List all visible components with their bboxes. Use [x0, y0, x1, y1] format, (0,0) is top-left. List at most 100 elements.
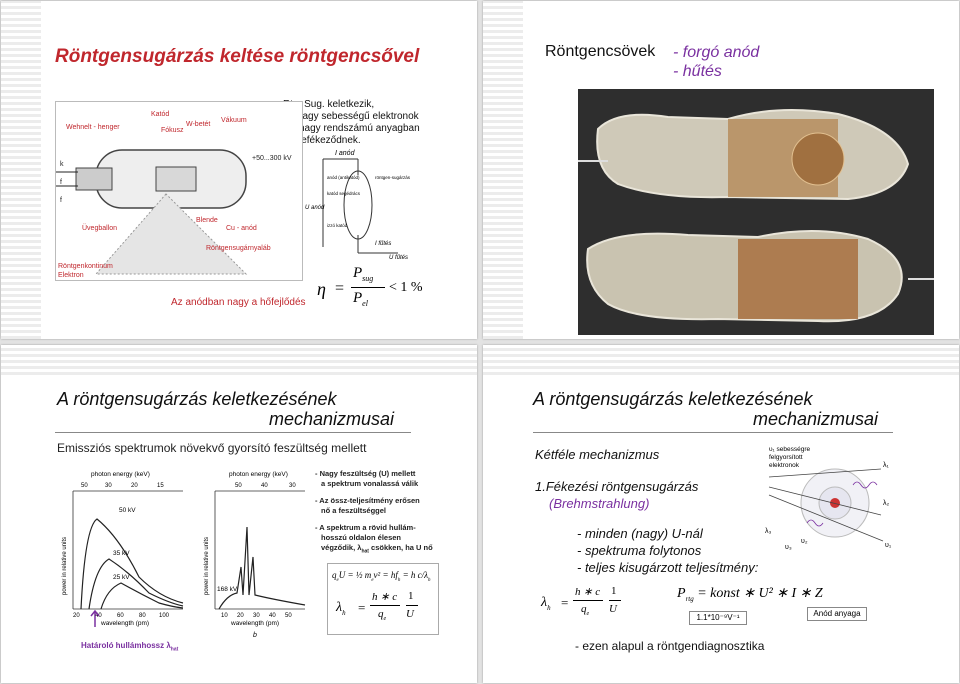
label-cuanod: Cu - anód	[226, 225, 257, 232]
u-denominator: U	[406, 608, 414, 620]
formula-box: qeU = ½ mev² = hfh = h c/λh λh = h ∗ c q…	[327, 563, 439, 635]
formula-rest: = konst ∗ U² ∗ I ∗ Z	[693, 586, 823, 601]
label-wehnelt: Wehnelt - henger	[66, 124, 120, 131]
one-numerator: 1	[408, 590, 414, 602]
bullet-line: hosszú oldalon élesen	[321, 533, 402, 542]
label-uvegballon: Üvegballon	[82, 224, 117, 232]
bottom-tick-label: 80	[139, 613, 146, 619]
tube-photo	[578, 89, 934, 335]
lambda-label: λ₁	[883, 462, 890, 469]
tube-photo-svg	[578, 89, 934, 335]
slide-stripe-band	[1, 1, 41, 339]
label-izzo-katod: izzó katód	[327, 223, 348, 228]
anod-material-box: Anód anyaga	[807, 607, 867, 621]
energy-formula: qeU = ½ mev² = hfh = h c/λh	[332, 570, 431, 583]
q-subscript: e	[336, 577, 339, 583]
note-line: lefékeződnek.	[299, 135, 361, 146]
tube-diagram: Wehnelt - henger Katód Fókusz W-betét Vá…	[55, 101, 303, 281]
qe-denominator: qe	[378, 608, 386, 622]
title-rule	[533, 432, 893, 433]
curve-label: 35 kV	[113, 550, 130, 557]
power-formula: Prtg = konst ∗ U² ∗ I ∗ Z	[677, 585, 823, 603]
label-f: f	[60, 197, 62, 204]
formula-part: U = ½ m	[338, 570, 372, 580]
label-ifutes: I fűtés	[375, 241, 391, 247]
feature-item: - forgó anód	[673, 44, 760, 61]
spectrum-chart-b: photon energy (keV) 50 40 30 power in re…	[201, 467, 309, 643]
diagram-title: felgyorsított	[769, 454, 803, 461]
y-axis-label: power in relative units	[62, 537, 68, 595]
top-axis-label: photon energy (keV)	[229, 471, 288, 478]
spectrum-chart-b-svg: photon energy (keV) 50 40 30 power in re…	[204, 471, 306, 639]
slide-stripe-band	[483, 345, 959, 375]
circuit-diagram-svg: I anód U anód anód (antikatód) katód seg…	[305, 150, 411, 261]
property-item: - spektruma folytonos	[577, 543, 702, 558]
label-ufutes: U fűtés	[389, 255, 408, 261]
fraction-bar	[573, 600, 603, 601]
lambda-h: λh	[336, 600, 346, 617]
slide-4: A röntgensugárzás keletkezésének mechani…	[483, 345, 959, 683]
q-symbol: q	[332, 570, 337, 580]
label-vakuum: Vákuum	[221, 117, 247, 124]
fraction-bar	[406, 605, 418, 606]
lambda-label: λ₃	[765, 528, 772, 535]
label-katod-segedero: katód segédrács	[327, 191, 361, 196]
u-denominator: U	[609, 603, 617, 615]
equals-sign: =	[561, 595, 569, 610]
slide-1: Röntgensugárzás keltése röntgencsővel Rt…	[1, 1, 477, 339]
label-nyalab: Röntgensugárnyaláb	[206, 245, 271, 252]
cutoff-caption: Határoló hullámhossz λhat	[81, 641, 178, 653]
label-k: k	[60, 161, 64, 168]
bremsstrahlung-diagram: υ₁ sebességre felgyorsított elektronok λ…	[763, 443, 897, 561]
property-item: - teljes kisugárzott teljesítmény:	[577, 560, 759, 575]
slide-title: Röntgencsövek	[545, 43, 656, 60]
lambda-symbol: λ	[336, 600, 343, 615]
curve-50kv	[80, 518, 184, 610]
label-uanod: U anód	[305, 205, 325, 211]
f-subscript: h	[397, 577, 401, 583]
wavelength-formula: λh = h ∗ c qe 1 U	[541, 581, 641, 627]
top-tick-label: 50	[81, 483, 88, 489]
formula-part: v² = hf	[373, 570, 398, 580]
note-line: ha nagy sebességű elektronok	[283, 111, 419, 122]
equals-sign: =	[358, 600, 366, 615]
label-katod: Katód	[151, 111, 169, 118]
slide-stripe-band	[1, 345, 477, 375]
bottom-tick-label: 30	[253, 613, 260, 619]
top-tick-label: 40	[261, 483, 268, 489]
curve-label: 25 kV	[113, 574, 130, 581]
curve-25kv	[100, 582, 184, 610]
x-axis-label: wavelength (pm)	[100, 620, 149, 627]
tube-diagram-svg: Wehnelt - henger Katód Fókusz W-betét Vá…	[56, 111, 292, 279]
property-item: - minden (nagy) U-nál	[577, 526, 703, 541]
fraction-bar	[609, 600, 621, 601]
velocity-label: υ₁	[885, 542, 892, 549]
note-line: nagy rendszámú anyagban	[299, 123, 420, 134]
heat-note: Az anódban nagy a hőfejlődés	[171, 297, 306, 308]
bullet-line: - A spektrum a rövid hullám-	[315, 523, 416, 532]
m-subscript: e	[371, 577, 374, 583]
slide-title: Röntgensugárzás keltése röntgencsővel	[55, 46, 420, 67]
label-anod-tamkatod: anód (antikatód)	[327, 175, 360, 180]
top-tick-label: 15	[157, 483, 164, 489]
bottom-tick-label: 60	[117, 613, 124, 619]
lambda-subscript: h	[428, 577, 431, 583]
equals-sign: =	[335, 280, 345, 297]
photon-wave-icon	[852, 481, 878, 489]
lambda-subscript: h	[342, 608, 346, 617]
label-elektron: Elektron	[58, 272, 84, 279]
curve-168kv	[218, 526, 306, 610]
bullet-tail: csökken, ha U nő	[368, 543, 433, 552]
lambda-subscript: h	[547, 603, 551, 612]
bullet-line: nő a feszültséggel	[321, 506, 387, 515]
label-fokusz: Fókusz	[161, 127, 184, 134]
note-line: Rtg. Sug. keletkezik,	[283, 99, 375, 110]
fraction-bar	[370, 605, 400, 606]
feature-item: - hűtés	[673, 63, 722, 80]
p-symbol: P	[353, 265, 363, 281]
top-tick-label: 20	[131, 483, 138, 489]
bottom-tick-label: 50	[285, 613, 292, 619]
label-kv: +50...300 kV	[252, 155, 292, 162]
slide-title-line2: mechanizmusai	[269, 409, 395, 429]
slide-title-line1: A röntgensugárzás keletkezésének	[57, 389, 337, 409]
